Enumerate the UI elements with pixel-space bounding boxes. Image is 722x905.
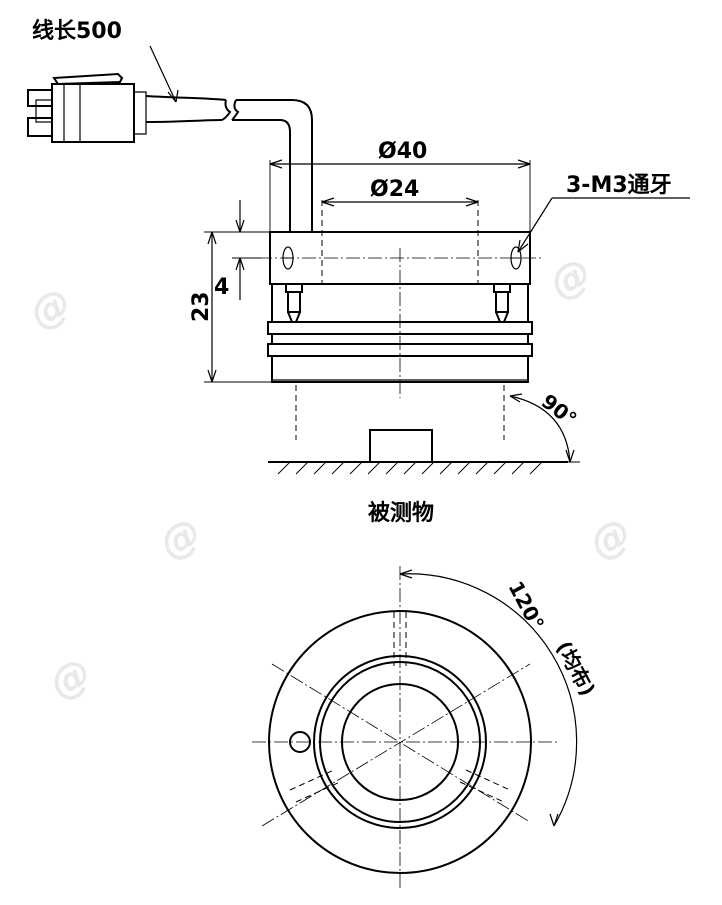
dim-offset — [232, 200, 262, 300]
dim-angle-top — [399, 569, 578, 827]
outer-diameter-label: Ø40 — [378, 139, 427, 164]
probe-right — [493, 283, 511, 323]
thread-label: 3-M3通牙 — [566, 173, 672, 198]
side-view: 线长500 — [27, 18, 690, 526]
svg-text:@: @ — [582, 509, 640, 569]
svg-text:@: @ — [542, 249, 600, 309]
thread-leader — [517, 197, 690, 253]
cable-length-leader — [149, 45, 177, 103]
offset-label: 4 — [214, 275, 229, 300]
dim-inner-diameter — [321, 197, 479, 207]
target-label: 被测物 — [368, 500, 434, 526]
watermark: @ @ @ @ @ — [22, 249, 640, 709]
top-angle-label: 120° — [504, 577, 549, 634]
cable-length-label: 线长500 — [32, 18, 122, 44]
distribution-label: (均布) — [552, 637, 601, 700]
top-view: 120° (均布) — [252, 566, 600, 890]
height-label: 23 — [189, 291, 214, 322]
probe-left — [285, 283, 303, 323]
dim-outer-diameter — [269, 159, 531, 232]
dim-height — [204, 231, 272, 383]
dim-angle-side — [509, 393, 580, 463]
connector — [27, 72, 147, 143]
cable-exit-hole — [289, 731, 311, 753]
cable — [145, 95, 313, 232]
svg-text:@: @ — [22, 279, 80, 339]
side-angle-label: 90° — [537, 389, 582, 431]
target-object — [268, 429, 568, 475]
svg-text:@: @ — [42, 649, 100, 709]
svg-text:@: @ — [152, 509, 210, 569]
inner-diameter-label: Ø24 — [370, 177, 419, 202]
